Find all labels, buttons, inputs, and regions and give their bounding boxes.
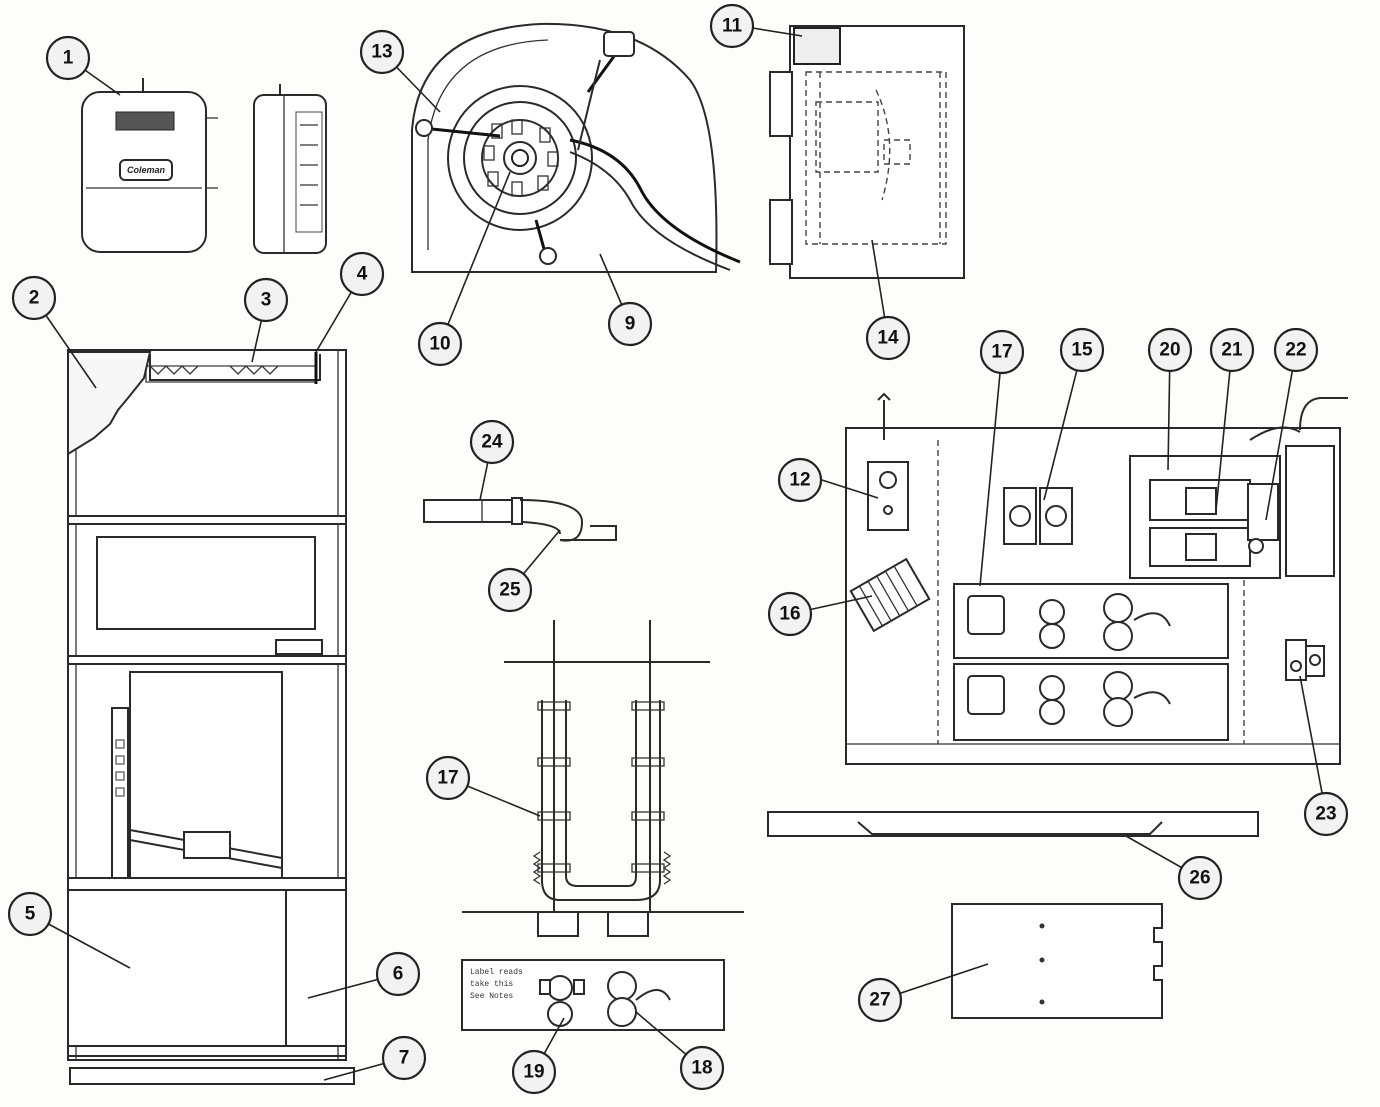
callout-18: 18 [679, 1045, 725, 1091]
svg-text:Label reads: Label reads [470, 968, 523, 977]
callout-6: 6 [375, 951, 421, 997]
svg-text:27: 27 [869, 990, 890, 1011]
callout-12: 12 [777, 457, 823, 503]
drain-tube [423, 497, 617, 542]
svg-text:23: 23 [1315, 804, 1336, 825]
callout-21: 21 [1209, 327, 1255, 373]
control-panel [845, 392, 1348, 765]
callout-4: 4 [339, 251, 385, 297]
blower-assembly [411, 22, 741, 273]
svg-text:5: 5 [25, 904, 36, 925]
callout-25: 25 [487, 567, 533, 613]
callout-15: 15 [1059, 327, 1105, 373]
heater-element [462, 620, 744, 937]
svg-text:3: 3 [261, 290, 272, 311]
svg-text:12: 12 [789, 470, 810, 491]
callout-26: 26 [1177, 855, 1223, 901]
callout-9: 9 [607, 301, 653, 347]
svg-text:24: 24 [481, 432, 503, 453]
svg-text:19: 19 [523, 1062, 544, 1083]
callout-2: 2 [11, 275, 57, 321]
svg-text:9: 9 [625, 314, 636, 335]
thermostat-side [253, 84, 327, 254]
svg-text:6: 6 [393, 964, 404, 985]
rail-part-26 [767, 811, 1259, 837]
svg-text:See Notes: See Notes [470, 992, 513, 1001]
callout-17-panel: 17 [979, 329, 1025, 375]
svg-text:20: 20 [1159, 340, 1180, 361]
svg-text:26: 26 [1189, 868, 1210, 889]
callout-20: 20 [1147, 327, 1193, 373]
callout-24: 24 [469, 419, 515, 465]
svg-text:16: 16 [779, 604, 800, 625]
svg-text:2: 2 [29, 288, 40, 309]
svg-text:4: 4 [357, 264, 368, 285]
callout-22: 22 [1273, 327, 1319, 373]
callout-7: 7 [381, 1035, 427, 1081]
svg-text:10: 10 [429, 334, 450, 355]
air-handler-cabinet [67, 349, 355, 1085]
callout-11: 11 [709, 3, 755, 49]
svg-text:17: 17 [437, 768, 458, 789]
svg-text:take this: take this [470, 980, 513, 989]
callout-5: 5 [7, 891, 53, 937]
plate-label: Label reads take this See Notes [470, 968, 523, 1001]
callout-13: 13 [359, 29, 405, 75]
svg-text:15: 15 [1071, 340, 1093, 361]
svg-text:13: 13 [371, 42, 392, 63]
callout-17-element: 17 [425, 755, 471, 801]
callout-3: 3 [243, 277, 289, 323]
svg-text:1: 1 [63, 48, 74, 69]
side-panel-assembly [769, 25, 965, 279]
svg-text:17: 17 [991, 342, 1012, 363]
svg-text:7: 7 [399, 1048, 410, 1069]
callout-19: 19 [511, 1049, 557, 1095]
callout-10: 10 [417, 321, 463, 367]
svg-text:18: 18 [691, 1058, 712, 1079]
cover-plate-27 [951, 903, 1163, 1019]
svg-text:21: 21 [1221, 340, 1243, 361]
callout-23: 23 [1303, 791, 1349, 837]
svg-text:11: 11 [722, 16, 743, 37]
svg-text:25: 25 [499, 580, 521, 601]
brand-logo: Coleman [127, 165, 166, 175]
callout-16: 16 [767, 591, 813, 637]
callout-27: 27 [857, 977, 903, 1023]
callout-1: 1 [45, 35, 91, 81]
terminal-plate: Label reads take this See Notes [461, 959, 725, 1031]
svg-text:22: 22 [1285, 340, 1306, 361]
svg-text:14: 14 [877, 328, 899, 349]
thermostat-front: Coleman [81, 78, 218, 253]
callout-14: 14 [865, 315, 911, 361]
